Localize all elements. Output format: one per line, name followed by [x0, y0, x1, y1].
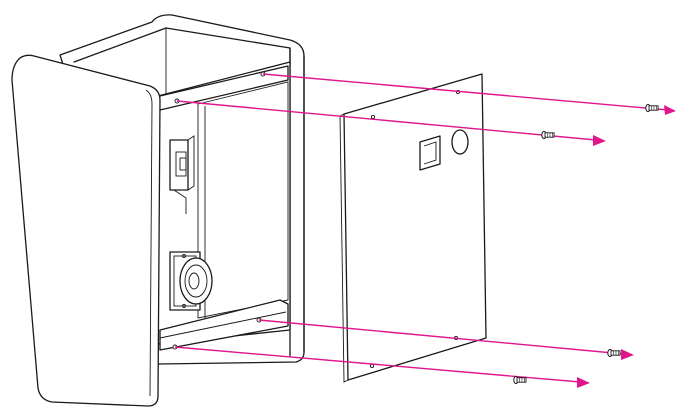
back-cover-panel [339, 73, 487, 383]
bezel-inner-edge [145, 89, 153, 397]
arrow-bottom-middle [174, 346, 581, 383]
screws [513, 103, 659, 385]
panel-square-cutout [419, 135, 441, 171]
assembly-arrows [174, 73, 676, 388]
front-bezel [11, 54, 161, 407]
speaker-icon [169, 251, 213, 311]
screw-icon [513, 375, 527, 385]
panel-round-hole [451, 129, 469, 155]
arrowhead-lower-right [621, 349, 634, 360]
panel-face [343, 73, 487, 381]
screw-icon [645, 103, 659, 113]
inner-back-panel [197, 81, 289, 319]
bezel-outer [11, 54, 161, 407]
arrow-top-right [262, 73, 669, 111]
screw-icon [607, 348, 621, 358]
arrow-lower-right [258, 319, 625, 355]
arrowhead-bottom-middle [577, 377, 590, 388]
screw-icon [541, 130, 555, 140]
arrowhead-top-right [664, 105, 676, 115]
inner-top-shelf [159, 65, 289, 111]
switch-module-icon [169, 135, 195, 214]
panel-edge [339, 113, 349, 383]
arrow-upper-middle [176, 100, 597, 141]
arrowhead-upper-middle [593, 135, 606, 146]
